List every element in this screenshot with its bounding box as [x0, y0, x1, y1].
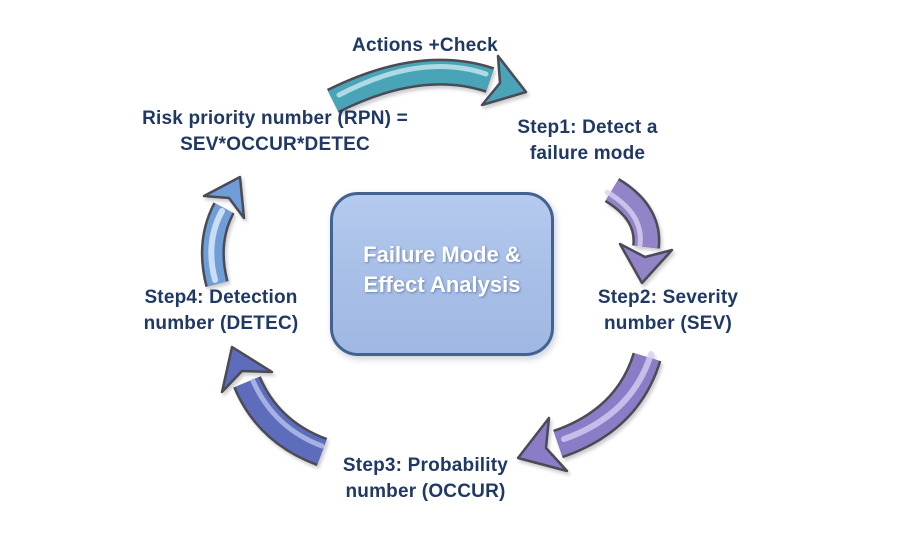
label-step4: Step4: Detection number (DETEC) [105, 285, 337, 337]
label-step2-line1: Step2: Severity [597, 287, 739, 308]
label-step4-line1: Step4: Detection [144, 287, 298, 308]
arrow-step4-to-rpn [200, 175, 246, 288]
arrow-step2-step3-gloss [561, 351, 654, 442]
label-actions-check-text: Actions +Check [352, 35, 498, 56]
arrow-step4-rpn-gloss [208, 208, 225, 283]
label-actions-check: Actions +Check [325, 33, 525, 59]
label-rpn-line1: Risk priority number (RPN) = [142, 108, 408, 129]
arrow-step2-to-step3 [516, 351, 662, 473]
arrow-actions-check-head [480, 54, 528, 107]
label-step2-line2: number (SEV) [603, 313, 733, 334]
arrow-step1-step2-gloss [604, 189, 643, 248]
label-step2: Step2: Severity number (SEV) [553, 285, 783, 337]
arrow-step2-step3-head [516, 416, 569, 473]
arrow-step3-to-step4 [220, 345, 328, 467]
center-box-fmea: Failure Mode & Effect Analysis [330, 192, 554, 356]
arrow-step2-step3-body [553, 353, 659, 456]
label-step1-line1: Step1: Detect a [517, 117, 658, 138]
arrow-step4-rpn-head [202, 175, 246, 220]
label-step3: Step3: Probability number (OCCUR) [298, 453, 553, 505]
label-rpn-line2: SEV*OCCUR*DETEC [180, 134, 370, 155]
label-step1: Step1: Detect a failure mode [485, 115, 690, 167]
label-step1-line2: failure mode [529, 143, 646, 164]
arrow-step1-to-step2 [604, 178, 674, 285]
arrow-step1-step2-head [618, 242, 674, 285]
center-box-title-line2: Effect Analysis [363, 272, 521, 297]
arrow-step1-step2-body [605, 180, 658, 249]
center-box-title-line1: Failure Mode & [363, 242, 521, 267]
label-rpn: Risk priority number (RPN) = SEV*OCCUR*D… [100, 106, 450, 158]
label-step3-line2: number (OCCUR) [345, 481, 506, 502]
arrow-actions-check-body [328, 61, 494, 111]
arrow-step3-step4-body [235, 376, 327, 464]
arrow-actions-check [326, 54, 528, 114]
arrow-step3-step4-gloss [250, 378, 325, 449]
arrow-actions-check-gloss [336, 64, 489, 98]
label-step4-line2: number (DETEC) [143, 313, 299, 334]
label-step3-line1: Step3: Probability [342, 455, 509, 476]
arrow-step3-step4-head [220, 345, 274, 394]
